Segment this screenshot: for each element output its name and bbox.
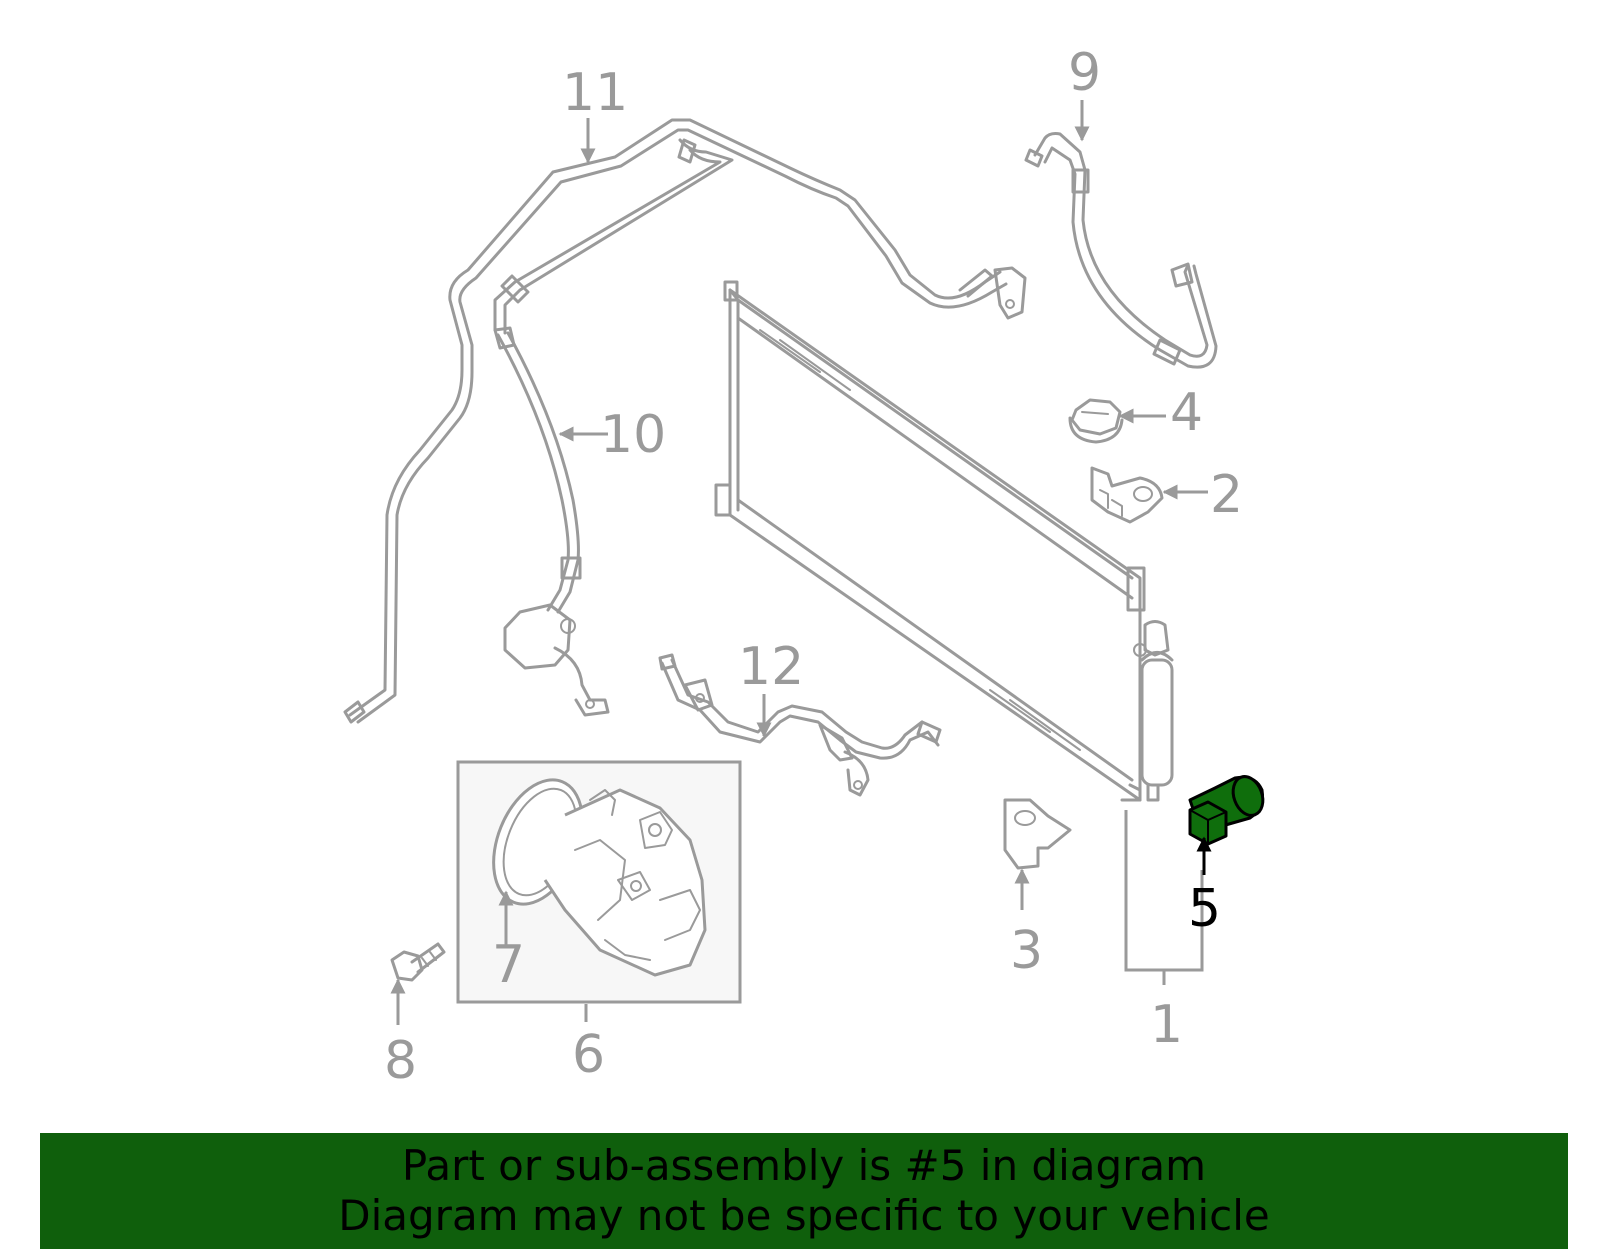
part-12-pipe[interactable]: [658, 653, 942, 797]
callout-numbers: 11 9 10 4 2 12 7 8 6 3 1 5: [384, 43, 1243, 1091]
callout-2: 2: [1210, 465, 1243, 525]
callout-4: 4: [1170, 383, 1203, 443]
part-11-pipe[interactable]: [343, 118, 1027, 724]
part-10-hose[interactable]: [493, 138, 734, 717]
part-5-switch-highlighted[interactable]: [1188, 772, 1268, 846]
callout-12: 12: [738, 637, 804, 697]
callout-3: 3: [1010, 921, 1043, 981]
callout-10: 10: [600, 405, 666, 465]
banner-line-1: Part or sub-assembly is #5 in diagram: [401, 1141, 1207, 1190]
callout-7: 7: [492, 935, 525, 995]
leader-lines: [390, 100, 1212, 1025]
part-1-condenser[interactable]: [714, 280, 1174, 802]
callout-8: 8: [384, 1031, 417, 1091]
part-3-bracket[interactable]: [1003, 798, 1072, 870]
callout-5: 5: [1188, 879, 1221, 939]
part-7-compressor[interactable]: [477, 767, 707, 977]
banner-line-2: Diagram may not be specific to your vehi…: [338, 1191, 1270, 1240]
part-2-bracket[interactable]: [1090, 466, 1164, 524]
part-9-pipe[interactable]: [1024, 132, 1218, 369]
callout-1: 1: [1150, 995, 1183, 1055]
info-banner: Part or sub-assembly is #5 in diagram Di…: [40, 1133, 1568, 1249]
part-4-nut[interactable]: [1068, 398, 1124, 444]
part-8-bolt[interactable]: [390, 942, 446, 982]
callout-6: 6: [572, 1025, 605, 1085]
callout-9: 9: [1068, 43, 1101, 103]
part-6-compressor-box[interactable]: [456, 760, 742, 1004]
callout-11: 11: [562, 63, 628, 123]
